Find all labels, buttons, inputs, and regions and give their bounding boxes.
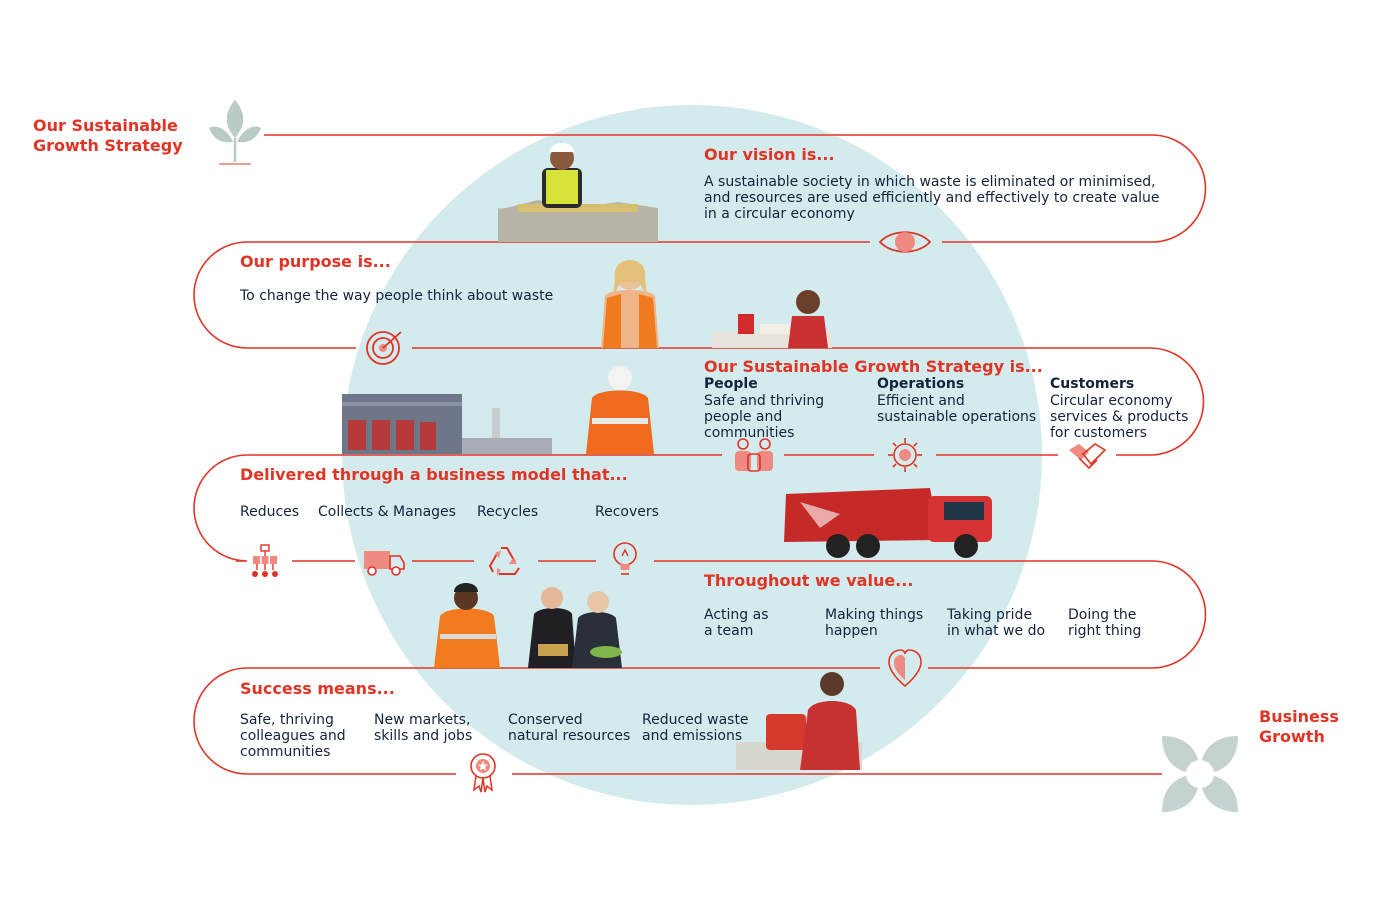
flower-icon — [1162, 736, 1238, 812]
purpose-heading: Our purpose is... — [240, 252, 391, 271]
strategy-col-operations-text: Efficient and sustainable operations — [877, 393, 1037, 425]
value-doing-right-thing: Doing the right thing — [1068, 607, 1142, 639]
strategy-title: Our Sustainable Growth Strategy — [33, 116, 183, 155]
photo-catering-staff — [528, 587, 622, 668]
value-taking-pride: Taking pride in what we do — [947, 607, 1046, 639]
photo-worker-back — [586, 366, 654, 454]
recycle-icon — [488, 547, 520, 576]
heart-pin-icon — [888, 649, 922, 688]
photo-worker-sorting — [498, 143, 658, 242]
success-new-markets: New markets, skills and jobs — [374, 712, 473, 744]
success-reduced-waste: Reduced waste and emissions — [642, 712, 749, 744]
strategy-heading: Our Sustainable Growth Strategy is... — [704, 357, 1043, 376]
award-icon — [470, 753, 496, 793]
strategy-col-customers-text: Circular economy services & products for… — [1050, 393, 1189, 441]
value-making-things-happen: Making things happen — [825, 607, 924, 639]
business-model-recovers: Recovers — [595, 504, 659, 520]
vision-heading: Our vision is... — [704, 145, 835, 164]
vision-text: A sustainable society in which waste is … — [704, 174, 1160, 222]
plant-icon — [209, 100, 261, 165]
success-heading: Success means... — [240, 679, 395, 698]
photo-woman-food-caddy — [736, 672, 862, 770]
photo-facility — [342, 394, 552, 454]
handshake-icon — [1069, 443, 1107, 470]
people-icon — [735, 438, 773, 472]
business-model-recycles: Recycles — [477, 504, 539, 520]
eye-icon — [878, 231, 932, 253]
photo-refuse-truck — [784, 488, 992, 558]
business-model-heading: Delivered through a business model that.… — [240, 465, 628, 484]
strategy-col-customers-title: Customers — [1050, 376, 1135, 392]
success-conserved-resources: Conserved natural resources — [508, 712, 631, 744]
target-icon — [366, 331, 402, 365]
photo-worker-smiling — [434, 583, 500, 668]
photo-child-recycling — [712, 290, 832, 348]
success-safe-thriving: Safe, thriving colleagues and communitie… — [240, 712, 346, 760]
business-model-reduces: Reduces — [240, 504, 300, 520]
strategy-col-operations-title: Operations — [877, 376, 965, 392]
lightbulb-icon — [613, 542, 637, 575]
strategy-col-people-title: People — [704, 376, 758, 392]
truck-icon — [364, 551, 405, 576]
gear-icon — [888, 438, 922, 472]
business-growth-title: Business Growth — [1259, 707, 1339, 746]
value-acting-as-team: Acting as a team — [704, 607, 769, 639]
business-model-collects: Collects & Manages — [318, 504, 456, 520]
strategy-col-people-text: Safe and thriving people and communities — [704, 393, 825, 441]
hierarchy-icon — [252, 544, 278, 577]
photo-woman-hivis — [601, 260, 659, 348]
purpose-text: To change the way people think about was… — [240, 288, 554, 304]
values-heading: Throughout we value... — [704, 571, 914, 590]
